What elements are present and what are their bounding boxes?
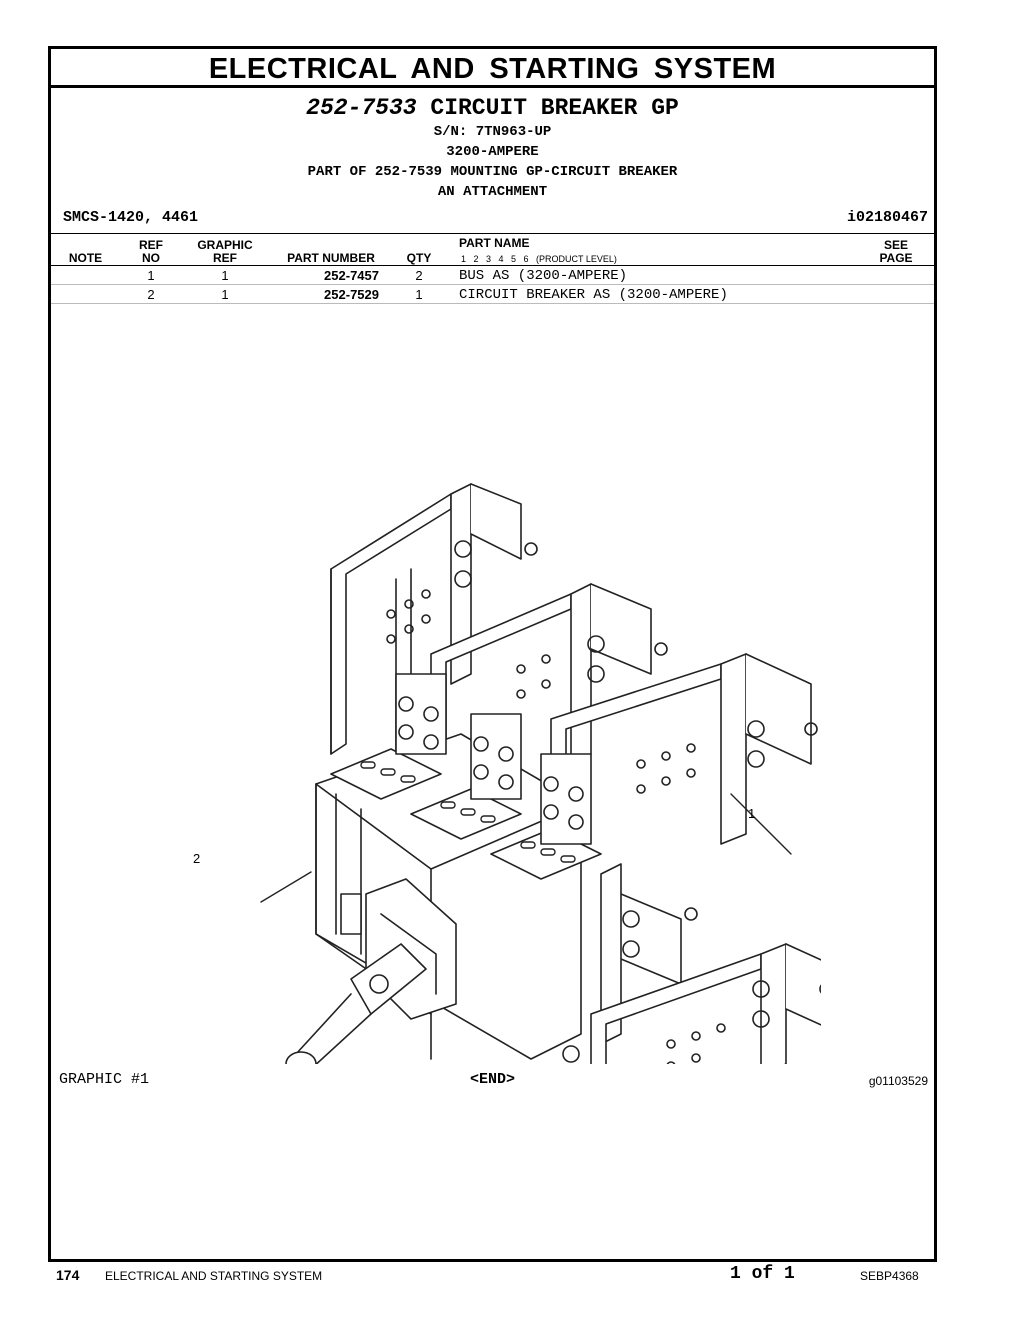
header-graphic-bottom: REF: [213, 251, 237, 265]
row-part-name: CIRCUIT BREAKER AS (3200-AMPERE): [459, 287, 728, 303]
row-part-name: BUS AS (3200-AMPERE): [459, 268, 628, 284]
bus-bracket-lower-right: [562, 943, 821, 1064]
end-marker: <END>: [469, 1071, 515, 1088]
table-header-rule: [51, 265, 934, 266]
header-product-levels: 1 2 3 4 5 6 (PRODUCT LEVEL): [461, 254, 617, 264]
page-frame: ELECTRICAL AND STARTING SYSTEM 252-7533 …: [48, 46, 937, 1262]
rating: 3200-AMPERE: [446, 144, 539, 160]
breaker-handle: [285, 878, 457, 1064]
part-of-line: PART OF 252-7539 MOUNTING GP-CIRCUIT BRE…: [307, 164, 678, 180]
row-qty: 2: [415, 268, 423, 283]
header-part-number: PART NUMBER: [287, 251, 375, 265]
header-see-top: SEE: [883, 238, 908, 252]
header-ref-top: REF: [139, 238, 163, 252]
leader-line-2: [260, 871, 312, 903]
row-part-number: 252-7457: [324, 268, 379, 283]
footer-pager: 1 of 1: [730, 1264, 795, 1284]
serial-number: S/N: 7TN963-UP: [433, 124, 552, 140]
illustration-id: i02180467: [846, 209, 928, 226]
group-number: 252-7533: [306, 95, 417, 121]
footer-page-number: 174: [56, 1267, 80, 1283]
bus-bracket-upper-left: [330, 483, 538, 775]
circuit-breaker-illustration: [260, 483, 821, 1064]
footer-document-number: SEBP4368: [860, 1269, 919, 1283]
graphic-id: g01103529: [868, 1074, 928, 1088]
row-ref-no: 1: [147, 268, 155, 283]
breaker-body: [315, 673, 602, 1060]
row-part-number: 252-7529: [324, 287, 379, 302]
section-title: ELECTRICAL AND STARTING SYSTEM: [51, 49, 934, 88]
footer-section-name: ELECTRICAL AND STARTING SYSTEM: [105, 1269, 323, 1283]
row-ref-no: 2: [147, 287, 155, 302]
header-ref-bottom: NO: [142, 251, 160, 265]
header-part-name: PART NAME: [459, 236, 530, 250]
header-note: NOTE: [68, 251, 103, 265]
header-see-bottom: PAGE: [879, 251, 913, 265]
row-divider: [51, 303, 934, 304]
callout-1: 1: [748, 806, 756, 821]
row-divider: [51, 284, 934, 285]
leader-line-1: [730, 793, 792, 855]
smcs-code: SMCS-1420, 4461: [63, 209, 199, 226]
callout-2: 2: [193, 851, 201, 866]
row-graphic-ref: 1: [221, 268, 229, 283]
row-graphic-ref: 1: [221, 287, 229, 302]
group-title: 252-7533 CIRCUIT BREAKER GP: [51, 95, 934, 121]
bus-bracket-lower-left: [600, 863, 698, 1045]
attachment-line: AN ATTACHMENT: [437, 184, 548, 200]
header-graphic-top: GRAPHIC: [197, 238, 253, 252]
table-top-rule: [51, 233, 934, 234]
graphic-label: GRAPHIC #1: [59, 1071, 150, 1088]
row-qty: 1: [415, 287, 423, 302]
header-qty: QTY: [406, 251, 432, 265]
bus-bracket-upper-right: [550, 653, 818, 875]
group-name: CIRCUIT BREAKER GP: [430, 95, 679, 121]
